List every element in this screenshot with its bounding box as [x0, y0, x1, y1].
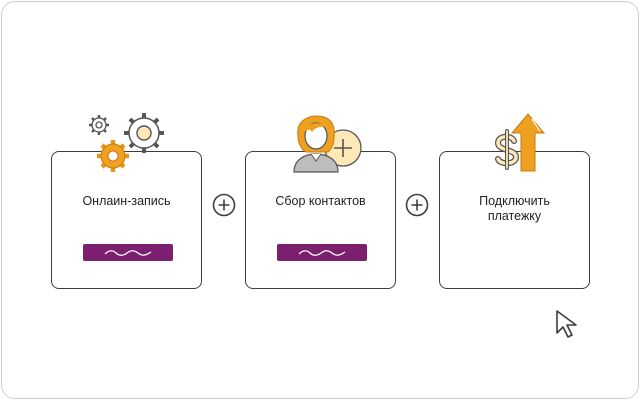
- card-online-booking[interactable]: Онлаин-запись: [51, 151, 202, 289]
- plus-circle-icon[interactable]: [212, 193, 236, 217]
- card-button[interactable]: [83, 244, 173, 261]
- mouse-pointer-icon: [556, 310, 577, 338]
- person-add-icon: [293, 115, 362, 173]
- card-title: Сбор контактов: [275, 194, 366, 208]
- card-contact-collection[interactable]: Сбор контактов: [245, 151, 396, 289]
- squiggle-icon: [298, 249, 346, 256]
- plus-circle-icon[interactable]: [405, 193, 429, 217]
- squiggle-icon: [104, 249, 152, 256]
- card-title: Онлаин-запись: [82, 194, 171, 208]
- card-connect-payments[interactable]: Подключить платежку: [439, 151, 590, 289]
- gears-icon: [89, 113, 164, 172]
- card-button[interactable]: [277, 244, 367, 261]
- dollar-arrow-up-icon: [494, 113, 546, 172]
- card-title: Подключить платежку: [479, 194, 550, 223]
